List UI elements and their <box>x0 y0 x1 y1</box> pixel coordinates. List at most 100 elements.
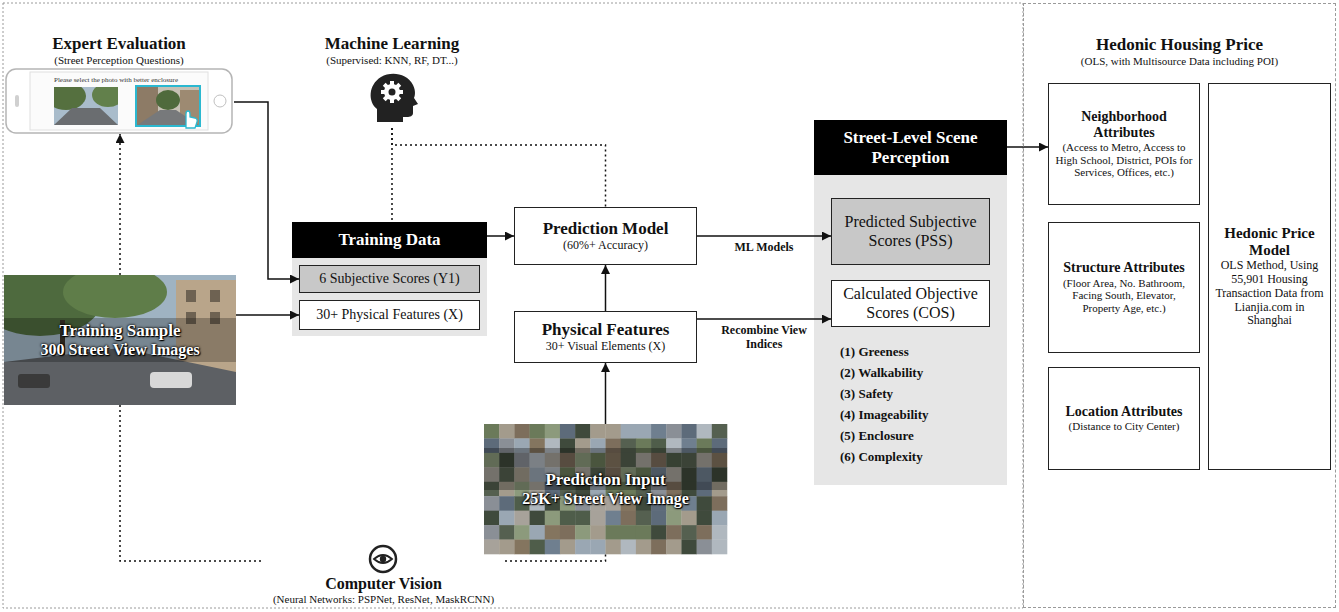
arrow-connector <box>605 265 607 311</box>
mosaic-tile <box>621 525 636 540</box>
mosaic-tile <box>697 424 712 439</box>
head-silhouette <box>371 74 418 122</box>
text-holder: Structure Attributes <box>1063 260 1184 276</box>
street-photo-left <box>54 87 118 125</box>
mosaic-tile <box>666 511 681 526</box>
text-holder: (Supervised: KNN, RF, DT...) <box>326 54 458 67</box>
mosaic-tile <box>681 525 696 540</box>
process-box: Prediction Model(60%+ Accuracy) <box>514 207 697 265</box>
text-holder: OLS Method, Using 55,901 Housing Transac… <box>1215 259 1324 328</box>
mosaic-tile <box>575 540 590 555</box>
mosaic-tile <box>530 511 545 526</box>
process-box: Physical Features30+ Visual Elements (X) <box>514 311 697 363</box>
mosaic-tile <box>651 525 666 540</box>
node-heading: Training Data <box>292 222 487 258</box>
text-holder: (Floor Area, No. Bathroom, Facing South,… <box>1055 277 1193 315</box>
mosaic-tile <box>697 540 712 555</box>
text-holder: Location Attributes <box>1065 404 1182 420</box>
model-box: Hedonic Price ModelOLS Method, Using 55,… <box>1208 83 1331 470</box>
text-holder: (Distance to City Center) <box>1069 420 1180 433</box>
mosaic-tile <box>530 540 545 555</box>
photo-tree <box>92 87 118 107</box>
node-heading: Location Attributes <box>1065 404 1182 420</box>
attribute-box: Structure Attributes(Floor Area, No. Bat… <box>1048 222 1200 353</box>
photo-car <box>150 372 192 388</box>
mosaic-tile <box>681 511 696 526</box>
prediction-input-image: Prediction Input25K+ Street View Image <box>484 424 727 554</box>
eye-pupil <box>380 556 386 562</box>
text-holder: 30+ Physical Features (X) <box>316 307 463 323</box>
node-heading: Computer Vision <box>325 575 442 593</box>
text-holder: (6) Complexity <box>840 450 923 465</box>
panel-ground <box>292 222 487 336</box>
text-holder: (2) Walkability <box>840 366 923 381</box>
node-subtext: (Street Perception Questions) <box>54 54 184 67</box>
hedonic-region: Hedonic Housing Price(OLS, with Multisou… <box>1023 3 1336 608</box>
list-item: (2) Walkability <box>840 366 923 381</box>
mosaic-tile <box>636 511 651 526</box>
text-holder: 25K+ Street View Image <box>522 490 689 508</box>
mosaic-tile <box>499 424 514 439</box>
mosaic-tile <box>636 424 651 439</box>
mosaic-tile <box>575 424 590 439</box>
mosaic-tile <box>712 525 727 540</box>
mosaic-tile <box>590 511 605 526</box>
text-holder: (60%+ Accuracy) <box>563 239 648 253</box>
node-subtext: (Access to Metro, Access to High School,… <box>1055 141 1193 179</box>
eye-ring <box>370 546 396 572</box>
mosaic-tile <box>697 525 712 540</box>
mosaic-tile <box>514 525 529 540</box>
perception-panel: Street-Level Scene Perception(1) Greenes… <box>814 120 1007 485</box>
text-holder: Prediction Model <box>543 219 669 239</box>
mosaic-tile <box>606 540 621 555</box>
arrow-connector <box>1007 146 1048 148</box>
mosaic-tile <box>575 511 590 526</box>
list-item: (4) Imageability <box>840 408 928 423</box>
list-item: (3) Safety <box>840 387 893 402</box>
mosaic-tile <box>666 525 681 540</box>
training-sample-image: Training Sample300 Street View Images <box>4 275 236 405</box>
mosaic-tile <box>697 511 712 526</box>
mosaic-tile <box>712 540 727 555</box>
gear-tooth <box>383 83 401 101</box>
mosaic-tile <box>590 424 605 439</box>
text-holder: Prediction Input <box>545 470 665 490</box>
mosaic-tile <box>575 525 590 540</box>
text-holder: Training Data <box>292 222 487 258</box>
mosaic-tile <box>484 540 499 555</box>
arrow-connector <box>697 235 831 237</box>
text-holder: Physical Features <box>542 320 670 340</box>
mosaic-tile <box>484 525 499 540</box>
hand-icon <box>186 111 197 128</box>
text-holder: 6 Subjective Scores (Y1) <box>319 271 459 287</box>
mosaic-tile <box>712 496 727 511</box>
text-holder: Hedonic Price Model <box>1215 225 1324 260</box>
dotted-connector <box>120 405 262 561</box>
node-subtext: (OLS, with Multisource Data including PO… <box>1081 55 1278 68</box>
node-heading: Neighborhood Attributes <box>1055 109 1193 141</box>
mosaic-tile <box>499 511 514 526</box>
expert-evaluation: Expert Evaluation(Street Perception Ques… <box>4 34 234 134</box>
node-subtext: Please select the photo with better encl… <box>54 76 178 84</box>
attribute-box: Location Attributes(Distance to City Cen… <box>1048 367 1200 470</box>
text-holder: (4) Imageability <box>840 408 928 423</box>
mosaic-tile <box>484 496 499 511</box>
node-heading: 30+ Physical Features (X) <box>316 307 463 323</box>
edge-label: Recombine View Indices <box>719 324 809 352</box>
list-item: (1) Greeness <box>840 345 909 360</box>
mosaic-tile <box>651 511 666 526</box>
list-item: (5) Enclosure <box>840 429 914 444</box>
edge-label-holder: ML Models <box>719 241 809 255</box>
node-subtext: (Floor Area, No. Bathroom, Facing South,… <box>1055 277 1193 315</box>
mosaic-tile <box>560 511 575 526</box>
attribute-box: Neighborhood Attributes(Access to Metro,… <box>1048 83 1200 205</box>
phone-screen <box>30 72 208 130</box>
text-holder: (5) Enclosure <box>840 429 914 444</box>
text-holder: 30+ Visual Elements (X) <box>546 340 665 354</box>
mosaic-tile <box>545 540 560 555</box>
training-data-panel: Training Data 6 Subjective Scores (Y1) 30+… <box>292 222 487 336</box>
node-subtext: 300 Street View Images <box>40 341 199 359</box>
mosaic-tile <box>681 540 696 555</box>
feature-box: 30+ Physical Features (X) <box>299 300 480 330</box>
photo-window <box>210 290 220 302</box>
